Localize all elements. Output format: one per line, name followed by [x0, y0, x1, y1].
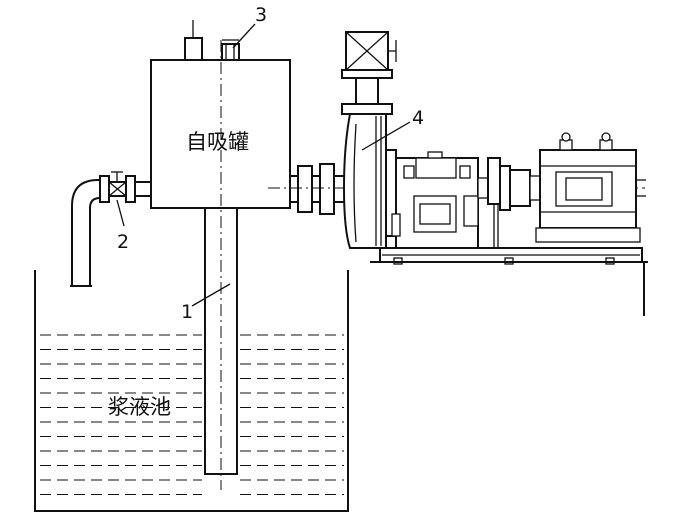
pool-label: 浆液池 — [108, 395, 171, 419]
callout-1: 1 — [181, 301, 193, 323]
callout-3: 3 — [255, 4, 267, 26]
callout-2: 2 — [117, 231, 129, 253]
slurry-liquid-lines — [40, 334, 344, 495]
electric-motor — [535, 132, 646, 243]
bearing-assembly — [391, 151, 479, 249]
shaft-coupling — [477, 157, 541, 248]
tank-label: 自吸罐 — [186, 130, 249, 154]
slurry-pump — [341, 31, 397, 249]
slurry-pool — [34, 270, 349, 512]
pump-base — [370, 247, 648, 316]
inlet-pipe — [70, 171, 152, 287]
callout-4: 4 — [412, 107, 424, 129]
leader-lines — [116, 23, 411, 307]
outlet-pipe — [289, 163, 349, 215]
